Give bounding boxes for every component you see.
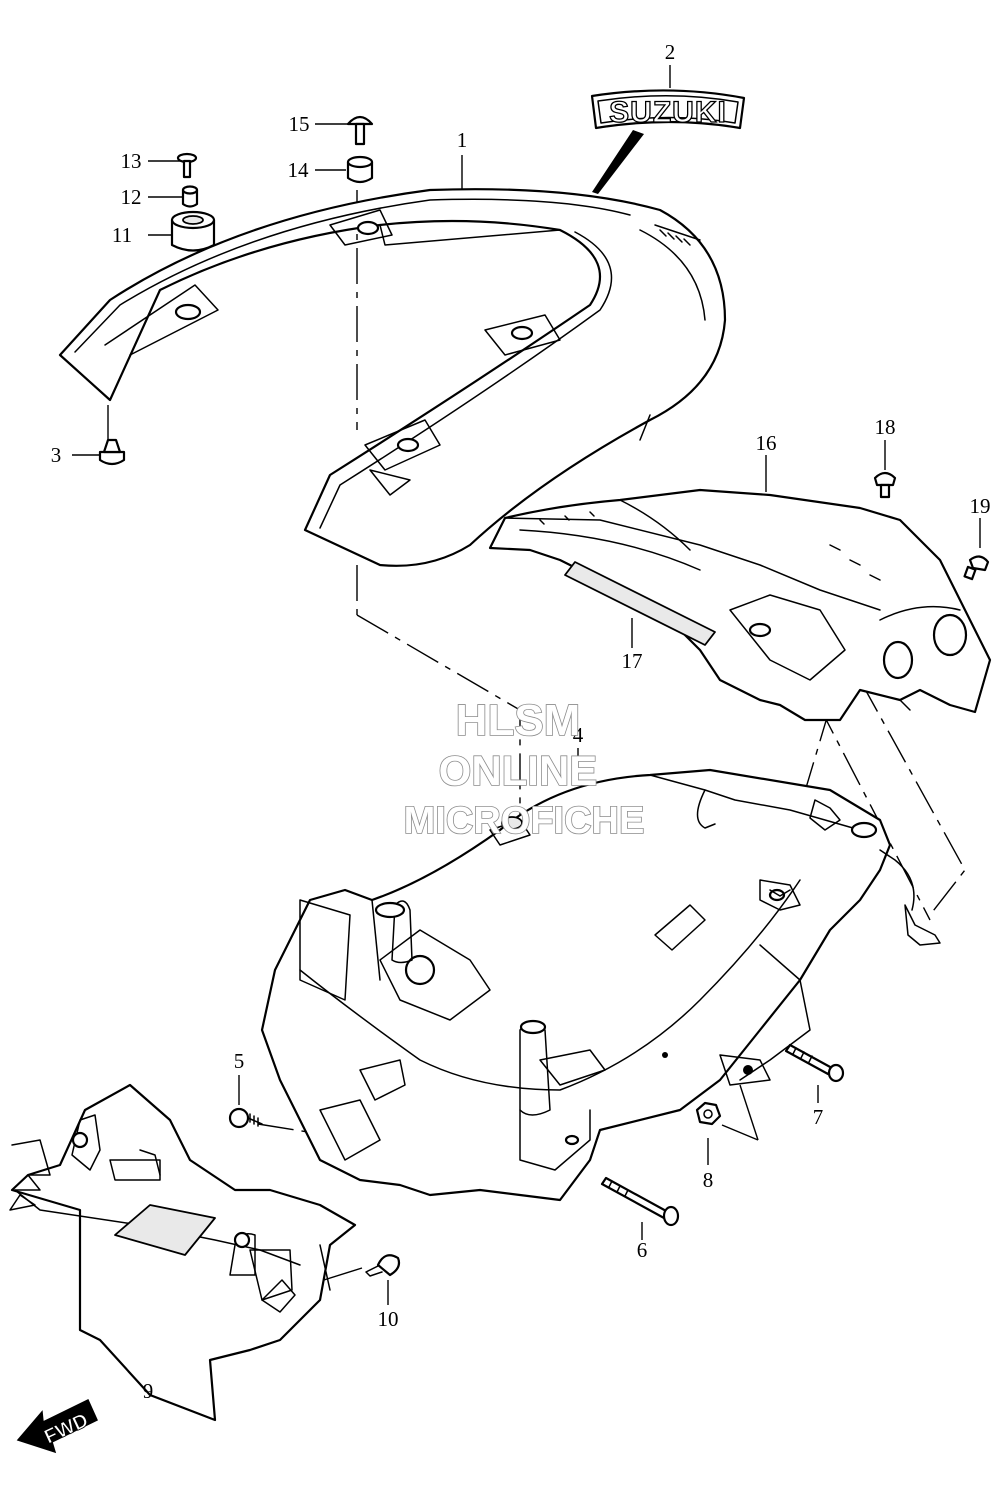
callout-5: 5 xyxy=(234,1049,245,1073)
callout-16: 16 xyxy=(756,431,777,455)
fwd-direction-arrow: FWD xyxy=(16,1398,98,1454)
callout-19: 19 xyxy=(970,494,991,518)
under-seat-tray xyxy=(9,1083,357,1422)
rear-fender-assembly xyxy=(260,768,941,1202)
bolt-6 xyxy=(600,1176,680,1227)
watermark-line-3: MICROFICHE xyxy=(404,800,645,842)
callout-11: 11 xyxy=(112,223,132,247)
bolt-7 xyxy=(784,1043,845,1083)
callout-6: 6 xyxy=(637,1238,648,1262)
hardware-14 xyxy=(346,155,374,184)
mudguard-inner xyxy=(488,488,992,722)
callout-2: 2 xyxy=(665,40,676,64)
callout-10: 10 xyxy=(378,1307,399,1331)
hardware-11 xyxy=(170,210,216,252)
clip-10 xyxy=(365,1254,401,1277)
callout-18: 18 xyxy=(875,415,896,439)
callout-14: 14 xyxy=(288,158,310,182)
watermark-line-1: HLSM xyxy=(456,696,581,745)
tail-cover xyxy=(58,188,727,567)
hardware-12 xyxy=(181,185,199,208)
leader-lines xyxy=(72,65,981,1385)
callout-8: 8 xyxy=(703,1168,714,1192)
strip-17 xyxy=(564,561,716,646)
callout-1: 1 xyxy=(457,128,468,152)
bolt-18 xyxy=(873,471,897,499)
hardware-3 xyxy=(98,438,126,466)
callout-12: 12 xyxy=(121,185,142,209)
hardware-13 xyxy=(176,152,198,179)
callout-4: 4 xyxy=(573,723,584,747)
bolt-19 xyxy=(963,555,990,581)
callout-numbers: 1 2 3 4 5 6 7 8 9 10 11 12 13 14 15 16 1… xyxy=(51,40,991,1403)
callout-15: 15 xyxy=(289,112,310,136)
callout-17: 17 xyxy=(622,649,643,673)
emblem-text: SUZUKI xyxy=(609,96,727,129)
callout-13: 13 xyxy=(121,149,142,173)
nut-8 xyxy=(695,1101,722,1126)
callout-7: 7 xyxy=(813,1105,824,1129)
callout-3: 3 xyxy=(51,443,62,467)
watermark-line-2: ONLINE xyxy=(439,747,598,794)
emblem-suzuki: SUZUKI xyxy=(590,89,746,194)
watermark: HLSM ONLINE MICROFICHE xyxy=(403,695,645,843)
callout-9: 9 xyxy=(143,1379,154,1403)
hardware-15 xyxy=(346,115,374,146)
screw-5 xyxy=(228,1107,263,1129)
